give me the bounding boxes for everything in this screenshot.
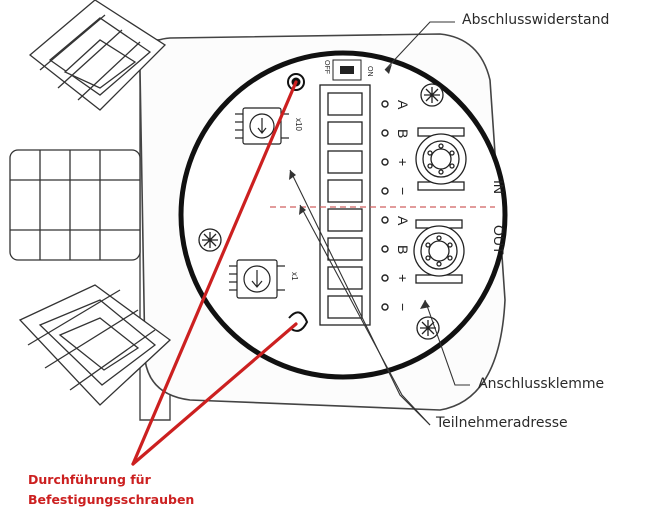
cable-gland-bottom	[18, 284, 172, 406]
screw-bottom-right	[416, 316, 440, 340]
red-note-line2: Befestigungsschrauben	[28, 492, 195, 507]
leader-termination-resistor	[384, 21, 455, 71]
terminal-label-8: −	[395, 303, 411, 311]
rotary-x10-label: x10	[294, 118, 303, 131]
connector-in	[415, 127, 467, 191]
screw-left	[198, 228, 222, 252]
terminal-block	[319, 84, 371, 326]
screw-top-right	[420, 83, 444, 107]
terminal-label-7: +	[395, 274, 411, 282]
connector-out	[413, 219, 465, 284]
rotary-switch-x10	[235, 107, 289, 145]
rotary-switch-x1	[229, 259, 285, 299]
callout-terminal-block: Anschlussklemme	[478, 376, 605, 392]
red-annotation-lines	[131, 80, 298, 466]
terminal-label-5: A	[395, 216, 411, 226]
red-note-feedthrough: Durchführung für Befestigungsschrauben	[28, 470, 194, 510]
terminal-label-3: +	[395, 158, 411, 166]
in-label: IN	[491, 180, 507, 194]
callout-arrowheads	[289, 64, 430, 309]
terminal-label-2: B	[395, 129, 411, 138]
terminal-label-1: A	[395, 100, 411, 110]
rotary-x1-label: x1	[290, 272, 299, 281]
callout-leaders	[289, 21, 470, 426]
terminal-labels: A B + − A B + −	[395, 100, 411, 311]
dip-off-label: OFF	[323, 60, 330, 74]
terminal-label-6: B	[395, 245, 411, 254]
callout-node-address: Teilnehmeradresse	[436, 415, 568, 431]
feedthrough-bottom	[288, 311, 309, 332]
cable-gland-top	[28, 0, 167, 111]
out-label: OUT	[491, 225, 507, 255]
dip-on-label: ON	[366, 66, 373, 77]
leader-terminal-block	[424, 299, 470, 386]
leader-node-address-2	[299, 204, 431, 426]
terminal-label-4: −	[395, 187, 411, 195]
callout-termination-resistor: Abschlusswiderstand	[462, 12, 610, 28]
red-note-line1: Durchführung für	[28, 472, 151, 487]
dip-switch	[332, 59, 362, 81]
cable-gland-middle	[9, 149, 141, 261]
terminal-screw-dots	[381, 100, 389, 311]
